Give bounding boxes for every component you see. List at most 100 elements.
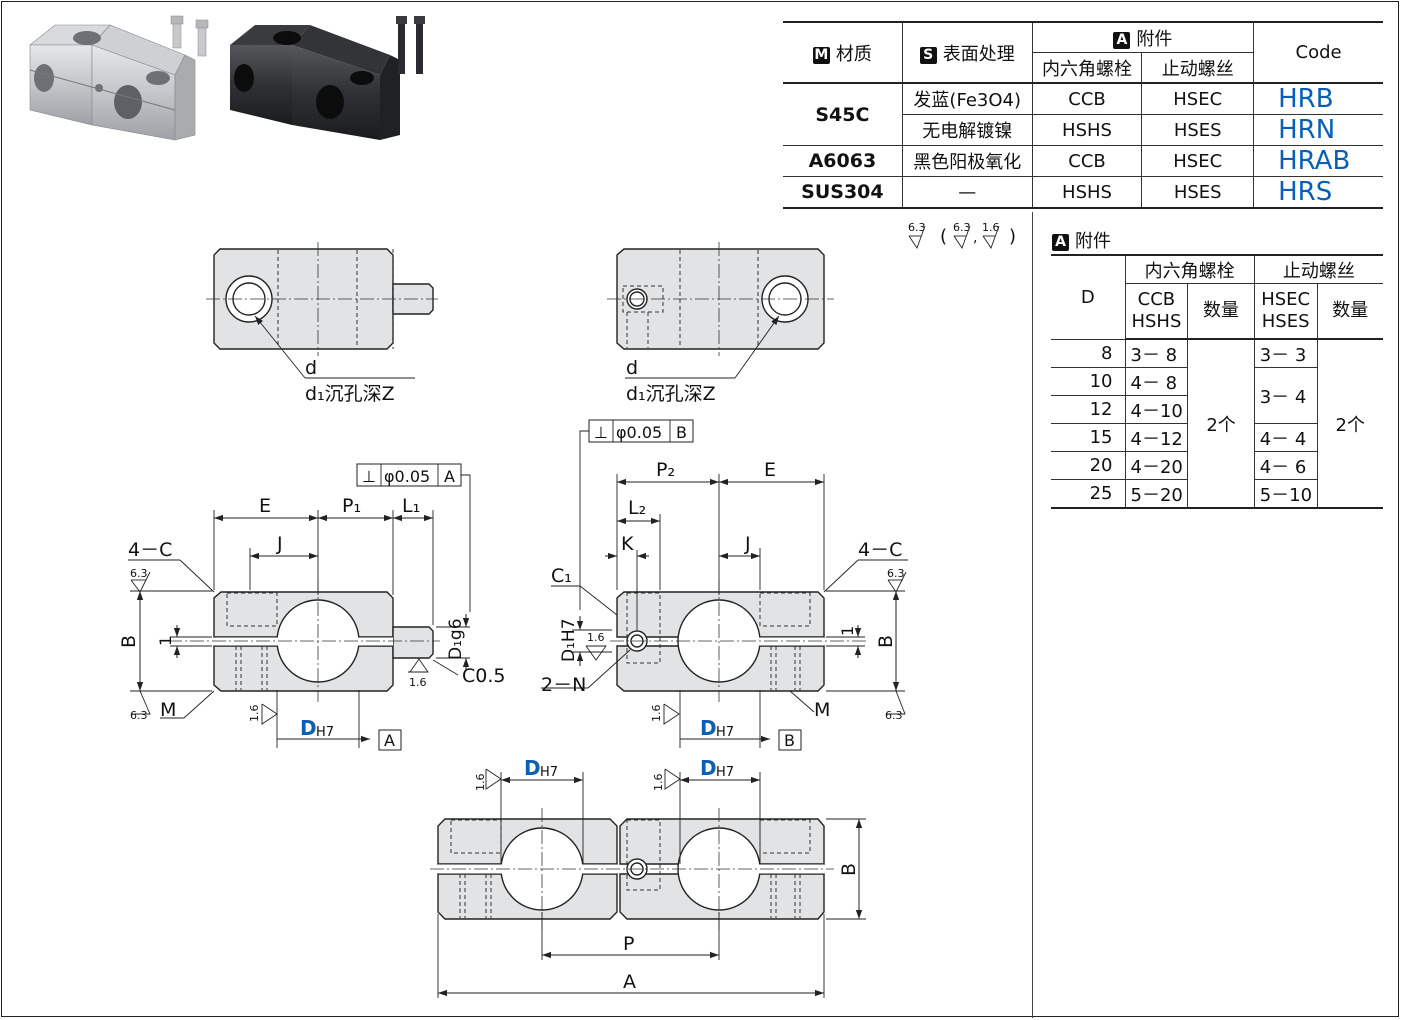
screw-qty-header: 数量 bbox=[1316, 283, 1383, 340]
svg-text:B: B bbox=[118, 635, 140, 648]
product-photo-black bbox=[230, 16, 425, 140]
svg-text:P₂: P₂ bbox=[656, 459, 675, 481]
screw-cell: HSES bbox=[1141, 176, 1255, 209]
svg-text:1.6: 1.6 bbox=[474, 774, 487, 792]
top-view-right: d d₁沉孔深Z bbox=[607, 242, 834, 405]
d-cell: 15 bbox=[1051, 423, 1126, 452]
svg-text:D: D bbox=[700, 716, 717, 740]
svg-text:4－C: 4－C bbox=[128, 539, 172, 561]
table-row: 12 4－10 bbox=[1051, 395, 1383, 424]
material-cell: S45C bbox=[783, 83, 903, 146]
svg-text:A: A bbox=[444, 467, 455, 486]
table-row: SUS304 — HSHS HSES HRS bbox=[783, 176, 1383, 209]
svg-text:1.6: 1.6 bbox=[409, 676, 427, 689]
svg-text:H7: H7 bbox=[716, 765, 734, 780]
d-cell: 12 bbox=[1051, 395, 1126, 424]
table-row: 20 4－20 4－ 6 bbox=[1051, 451, 1383, 480]
svg-text:E: E bbox=[259, 495, 271, 517]
svg-text:⊥: ⊥ bbox=[594, 423, 608, 442]
d-cell: 10 bbox=[1051, 367, 1126, 396]
code-cell: HRAB bbox=[1253, 145, 1383, 177]
svg-text:P₁: P₁ bbox=[342, 495, 361, 517]
svg-text:): ) bbox=[1009, 226, 1016, 247]
svg-text:H7: H7 bbox=[540, 765, 558, 780]
screw-size-cell: 4－ 4 bbox=[1253, 423, 1318, 452]
svg-text:⊥: ⊥ bbox=[362, 467, 376, 486]
svg-text:B: B bbox=[875, 635, 897, 648]
svg-text:D₁g6: D₁g6 bbox=[446, 618, 466, 660]
svg-text:6.3: 6.3 bbox=[130, 709, 148, 722]
svg-text:6.3: 6.3 bbox=[130, 567, 148, 580]
screw-size-cell: 5－10 bbox=[1253, 479, 1318, 509]
screw-cell: HSEC bbox=[1141, 145, 1255, 177]
svg-text:K: K bbox=[621, 533, 634, 555]
svg-text:d: d bbox=[305, 357, 317, 379]
d-cell: 8 bbox=[1051, 339, 1126, 368]
svg-text:d: d bbox=[626, 357, 638, 379]
svg-text:6.3: 6.3 bbox=[885, 709, 903, 722]
svg-text:H7: H7 bbox=[316, 725, 334, 740]
bolt-size-cell: 4－20 bbox=[1124, 451, 1189, 480]
d-header: D bbox=[1051, 254, 1126, 340]
svg-text:B: B bbox=[784, 731, 795, 750]
svg-text:C0.5: C0.5 bbox=[462, 665, 505, 687]
screw-cell: HSES bbox=[1141, 114, 1255, 146]
svg-text:d₁沉孔深Z: d₁沉孔深Z bbox=[626, 383, 716, 405]
svg-text:4－C: 4－C bbox=[858, 539, 902, 561]
surface-cell: 发蓝(Fe3O4) bbox=[901, 83, 1033, 115]
product-photo-silver bbox=[29, 15, 209, 141]
bolt-size-cell: 4－12 bbox=[1124, 423, 1189, 452]
svg-text:A: A bbox=[623, 971, 636, 993]
accessory-badge: A bbox=[1113, 31, 1131, 49]
roughness-note: 6.3 ( 6.3 , 1.6 ) bbox=[908, 221, 1016, 249]
material-cell: A6063 bbox=[783, 145, 903, 177]
table-row: 10 4－ 8 3－ 4 bbox=[1051, 367, 1383, 424]
table-row: 15 4－12 4－ 4 bbox=[1051, 423, 1383, 452]
d-cell: 25 bbox=[1051, 479, 1126, 509]
bolt-qty-cell: 2个 bbox=[1187, 339, 1255, 509]
svg-text:6.3: 6.3 bbox=[908, 221, 926, 234]
svg-text:φ0.05: φ0.05 bbox=[616, 423, 662, 442]
section-divider bbox=[1032, 212, 1033, 1018]
bolt-qty-header: 数量 bbox=[1187, 283, 1255, 340]
svg-text:E: E bbox=[764, 459, 776, 481]
table-row: 8 3－ 8 2个 3－ 3 2个 bbox=[1051, 339, 1383, 509]
svg-text:1.6: 1.6 bbox=[982, 221, 1000, 234]
svg-text:,: , bbox=[973, 230, 977, 246]
svg-text:d₁沉孔深Z: d₁沉孔深Z bbox=[305, 383, 395, 405]
surface-cell: — bbox=[901, 176, 1033, 209]
svg-text:D₁H7: D₁H7 bbox=[559, 618, 579, 662]
svg-text:A: A bbox=[384, 731, 395, 750]
svg-text:M: M bbox=[160, 699, 176, 721]
table-row: 25 5－20 5－10 bbox=[1051, 479, 1383, 509]
svg-text:D: D bbox=[300, 716, 317, 740]
table-row: A6063 黑色阳极氧化 CCB HSEC HRAB bbox=[783, 145, 1383, 177]
svg-text:2－N: 2－N bbox=[541, 674, 586, 696]
screw-size-cell: 4－ 6 bbox=[1253, 451, 1318, 480]
bolt-cell: CCB bbox=[1031, 145, 1143, 177]
code-cell: HRS bbox=[1253, 176, 1383, 209]
svg-text:P: P bbox=[623, 933, 634, 955]
svg-text:B: B bbox=[676, 423, 687, 442]
screw-cell: HSEC bbox=[1141, 83, 1255, 115]
svg-text:H7: H7 bbox=[716, 725, 734, 740]
svg-text:1.6: 1.6 bbox=[652, 774, 665, 792]
svg-text:J: J bbox=[276, 533, 283, 555]
hex-bolt-header: 内六角螺栓 bbox=[1032, 52, 1143, 84]
bolt-size-cell: 4－ 8 bbox=[1124, 367, 1189, 396]
svg-text:J: J bbox=[744, 533, 751, 555]
surface-badge: S bbox=[919, 46, 937, 64]
bolt-cell: HSHS bbox=[1031, 176, 1143, 209]
front-view-right: P₂ E L₂ K J B 1 D₁H7 1.6 ⊥ φ0.05 B bbox=[541, 419, 908, 751]
svg-text:1.6: 1.6 bbox=[248, 705, 261, 723]
surface-cell: 黑色阳极氧化 bbox=[901, 145, 1033, 177]
table-row: 无电解镀镍 HSHS HSES HRN bbox=[783, 114, 1383, 146]
svg-text:(: ( bbox=[940, 226, 947, 247]
svg-text:D: D bbox=[524, 756, 541, 780]
